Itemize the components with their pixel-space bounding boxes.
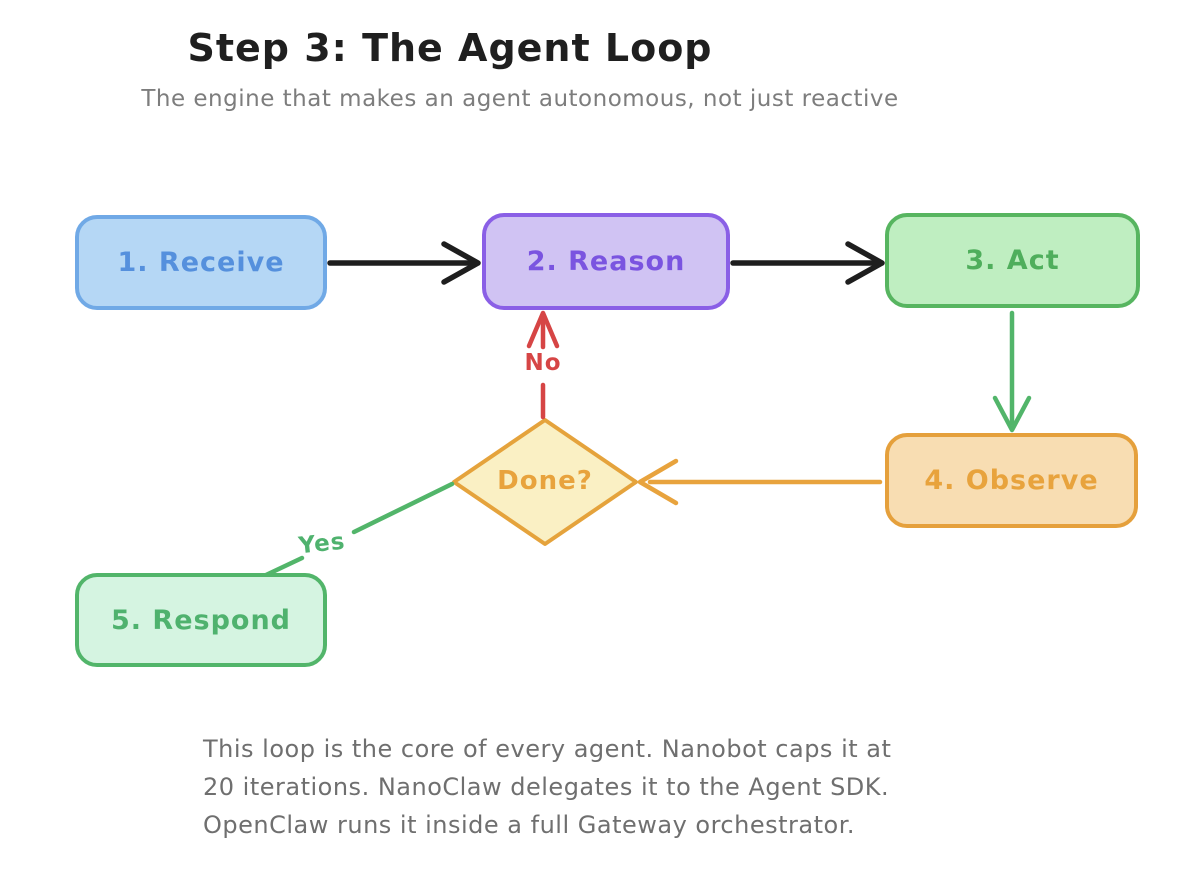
node-act: 3. Act [885,213,1140,308]
page-title: Step 3: The Agent Loop [187,26,713,70]
page-subtitle: The engine that makes an agent autonomou… [141,86,899,112]
node-respond-label: 5. Respond [110,604,292,636]
footer-line: This loop is the core of every agent. Na… [203,735,892,763]
node-done-shape [452,418,638,546]
node-observe: 4. Observe [885,433,1138,528]
footer-line: OpenClaw runs it inside a full Gateway o… [203,811,855,839]
node-reason: 2. Reason [482,213,730,310]
node-done-label: Done? [497,466,593,496]
node-reason-label: 2. Reason [526,246,686,277]
node-observe-label: 4. Observe [924,465,1099,496]
arrow-receive-to-reason [327,241,481,285]
arrow-act-to-observe [992,310,1032,433]
node-receive: 1. Receive [75,215,327,310]
arrow-observe-to-done [637,458,883,506]
arrow-done-to-reason-no [526,310,560,420]
node-receive-label: 1. Receive [117,247,285,278]
footer-caption: This loop is the core of every agent. Na… [203,730,1033,844]
node-act-label: 3. Act [965,245,1060,276]
edge-label-no: No [524,350,562,376]
arrow-reason-to-act [730,241,885,285]
arrow-done-to-respond-yes [263,481,455,578]
node-respond: 5. Respond [75,573,327,667]
footer-line: 20 iterations. NanoClaw delegates it to … [203,773,890,801]
